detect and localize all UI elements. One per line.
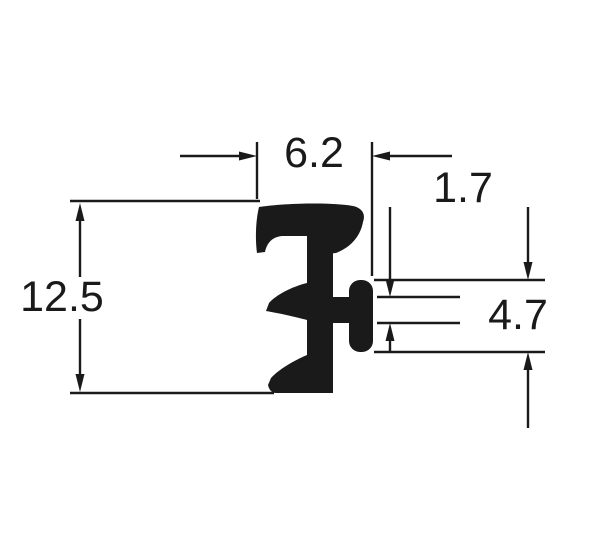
dimension-lines xyxy=(70,142,545,428)
dim-label-bulb-height: 4.7 xyxy=(488,291,548,339)
profile-stem xyxy=(333,297,352,323)
dim-label-top-width: 6.2 xyxy=(284,129,344,177)
dim-label-stem-thickness: 1.7 xyxy=(433,164,493,212)
arrow-up-icon xyxy=(523,352,533,370)
dim-label-overall-height: 12.5 xyxy=(20,273,104,321)
arrow-left-icon xyxy=(372,151,390,161)
arrow-down-icon xyxy=(75,374,85,392)
profile-foot xyxy=(268,355,307,393)
profile-spine xyxy=(307,226,333,393)
profile-fin xyxy=(266,283,307,320)
arrow-up-icon xyxy=(385,323,395,341)
arrow-down-icon xyxy=(385,279,395,297)
arrow-right-icon xyxy=(239,151,257,161)
arrow-down-icon xyxy=(523,262,533,280)
arrow-up-icon xyxy=(75,203,85,221)
seal-profile-shape xyxy=(255,203,373,393)
dimension-arrows xyxy=(75,151,533,392)
profile-bulb xyxy=(349,280,373,352)
